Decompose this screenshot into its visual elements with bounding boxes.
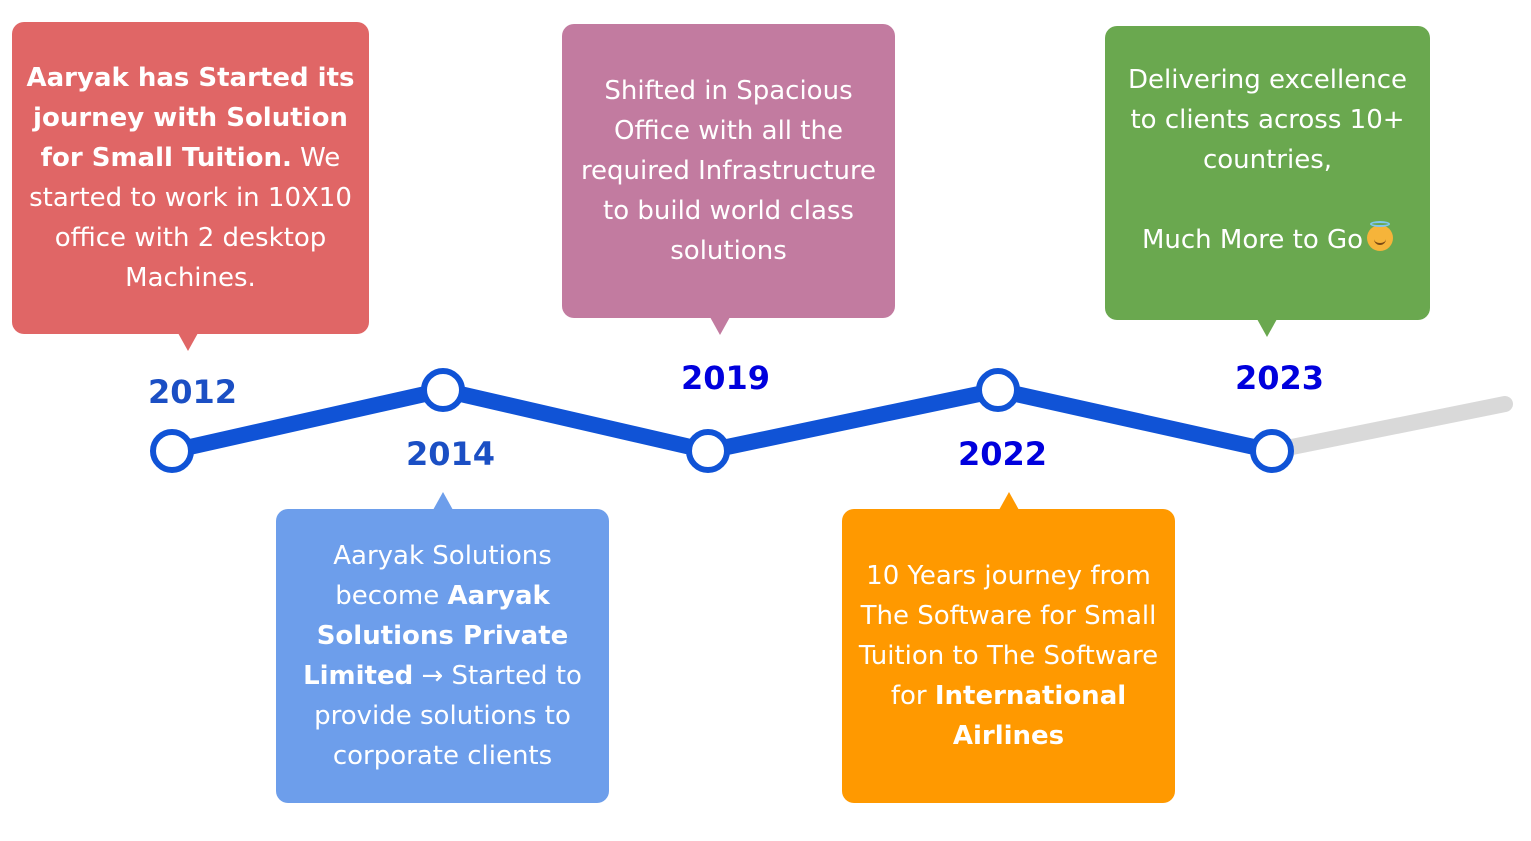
card-pointer (710, 317, 730, 335)
card-pointer (999, 492, 1019, 510)
milestone-card-2012: Aaryak has Started its journey with Solu… (12, 22, 369, 351)
milestone-text-segment: Shifted in Spacious Office with all the … (580, 76, 877, 266)
milestone-card-2019: Shifted in Spacious Office with all the … (562, 24, 895, 335)
milestone-text-2014: Aaryak Solutions become Aaryak Solutions… (290, 536, 595, 776)
milestone-text-2023-tail: Much More to Go (1119, 220, 1416, 260)
milestone-node-2014 (421, 368, 465, 412)
milestone-text-2012: Aaryak has Started its journey with Solu… (26, 58, 355, 298)
milestone-text-segment: International Airlines (934, 681, 1127, 751)
year-label-2014: 2014 (406, 435, 496, 473)
milestone-card-2023: Delivering excellence to clients across … (1105, 26, 1430, 337)
much-more-to-go-text: Much More to Go (1141, 225, 1364, 255)
smiling-face-with-halo-icon (1367, 221, 1394, 251)
milestone-node-2019 (686, 429, 730, 473)
milestone-text-segment: Aaryak Solutions Private Limited (303, 581, 569, 691)
milestone-text-segment: 10 Years journey from The Software for S… (858, 561, 1159, 711)
milestone-text-2019: Shifted in Spacious Office with all the … (576, 71, 881, 271)
milestone-card-2022: 10 Years journey from The Software for S… (842, 492, 1175, 803)
milestone-text-segment: We started to work in 10X10 office with … (29, 143, 352, 293)
milestone-card-2014: Aaryak Solutions become Aaryak Solutions… (276, 492, 609, 803)
milestone-node-2023 (1250, 429, 1294, 473)
milestone-text-segment: Aaryak Solutions become (333, 541, 552, 611)
milestone-text-segment: → Started to provide solutions to corpor… (314, 661, 582, 771)
year-label-2012: 2012 (148, 373, 238, 411)
year-label-2023: 2023 (1235, 359, 1325, 397)
year-label-2022: 2022 (958, 435, 1048, 473)
milestone-spacer (1119, 180, 1416, 220)
year-label-2019: 2019 (681, 359, 771, 397)
milestone-text-segment: Aaryak has Started its journey with Solu… (26, 63, 355, 173)
milestone-node-2012 (150, 429, 194, 473)
card-pointer (433, 492, 453, 510)
milestone-text-2022: 10 Years journey from The Software for S… (856, 556, 1161, 756)
card-pointer (1257, 319, 1277, 337)
card-pointer (178, 333, 198, 351)
milestone-text-2023: Delivering excellence to clients across … (1128, 65, 1407, 175)
milestone-node-2022 (976, 368, 1020, 412)
timeline-future-segment (1264, 396, 1513, 459)
